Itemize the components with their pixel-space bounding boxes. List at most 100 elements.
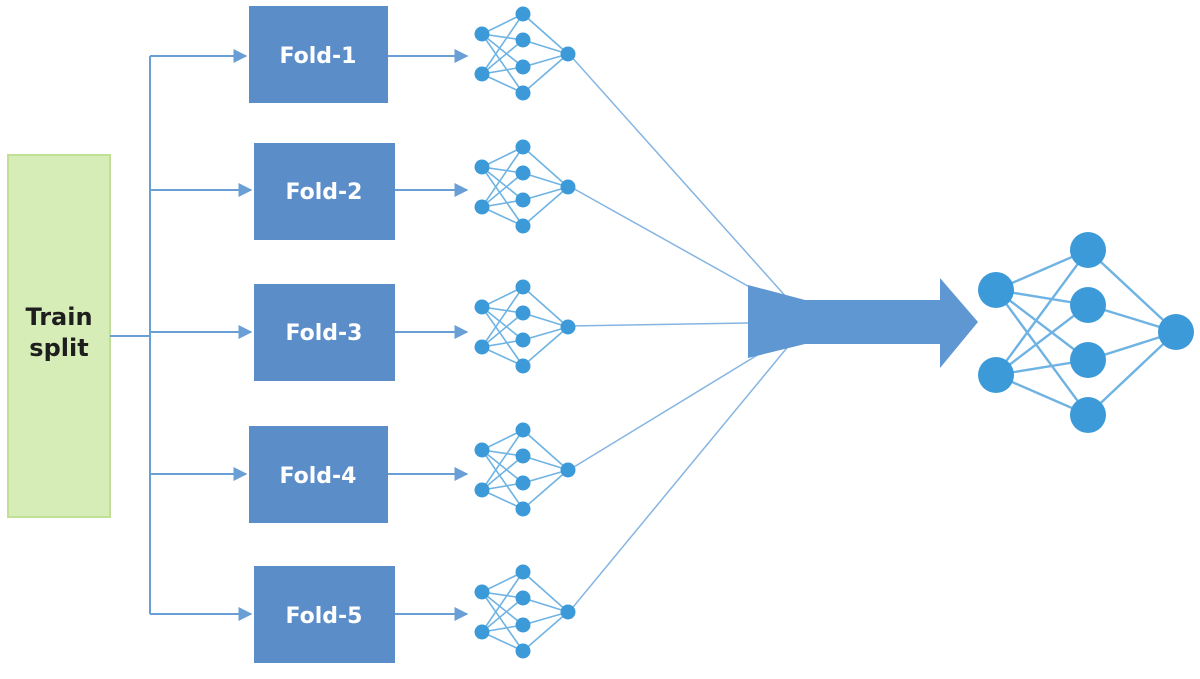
network-edge [522,286,569,328]
network-edge [481,166,524,201]
network-edge [481,13,524,75]
fold-to-network-arrows [388,49,469,621]
network-edge [995,289,1089,361]
small-neural-network-icon [474,279,576,374]
network-node [474,66,490,82]
network-edge [481,489,524,510]
network-node [515,643,531,659]
network-node [515,59,531,75]
network-edge [481,346,524,367]
network-node [474,584,490,600]
network-edge [481,172,524,208]
network-edge [522,186,569,201]
network-edge [522,429,569,471]
network-edge [481,146,524,208]
network-edge [481,33,524,94]
merge-arrow-icon [748,278,978,368]
fold-box-1: Fold-1 [249,6,388,103]
network-edge [481,312,524,348]
train-split-box: Train split [7,154,111,518]
network-node [474,159,490,175]
fold-rect-2 [254,143,395,240]
network-edge [481,571,524,593]
network-node [560,604,576,620]
network-edge [522,469,569,510]
train-split-rect [7,154,111,518]
network-node [560,46,576,62]
network-node [474,26,490,42]
network-node [1070,232,1106,268]
network-edge [1087,331,1177,416]
network-edge [481,146,524,168]
network-node [515,475,531,491]
network-edge [522,53,569,68]
network-edge [522,39,569,55]
network-edge [481,33,524,68]
network-node [474,624,490,640]
network-node [1158,314,1194,350]
network-edge [522,186,569,227]
network-node [515,617,531,633]
network-edge [522,172,569,188]
fold-rect-1 [249,6,388,103]
network-edge [481,449,524,484]
network-edge [481,39,524,75]
network-edge [522,611,569,652]
small-neural-network-icon [474,422,576,517]
fold-label-2: Fold-2 [286,180,363,205]
network-node [474,339,490,355]
network-node [515,422,531,438]
network-edge [522,312,569,328]
network-node [1070,397,1106,433]
network-edge [481,206,524,227]
network-edge [481,166,524,227]
network-node [474,299,490,315]
network-edge [522,597,569,613]
network-node [515,358,531,374]
fold-rect-5 [254,566,395,663]
network-node [515,165,531,181]
network-node [515,564,531,580]
network-node [515,85,531,101]
network-edge [481,73,524,94]
network-edge [481,306,524,341]
network-node [474,482,490,498]
fold-label-5: Fold-5 [286,604,363,629]
network-edge [995,304,1089,376]
network-edge [1087,249,1177,333]
small-neural-network-icon [474,564,576,659]
network-node [515,332,531,348]
network-edge [995,249,1089,376]
network-edge [522,326,569,367]
network-node [515,32,531,48]
network-edge [481,306,524,367]
network-node [1070,342,1106,378]
fold-rect-4 [249,426,388,523]
train-split-label-line2: split [29,334,88,362]
fold-box-3: Fold-3 [254,284,395,381]
fold-label-4: Fold-4 [280,464,357,489]
network-node [515,590,531,606]
network-edge [995,289,1089,416]
merge-line-1 [568,53,806,319]
network-node [560,319,576,335]
fold-label-3: Fold-3 [286,321,363,346]
network-node [515,6,531,22]
network-edge [481,597,524,633]
network-node [978,272,1014,308]
small-neural-network-icon [474,139,576,234]
large-neural-network-icon [978,232,1194,433]
network-node [515,139,531,155]
network-node [515,279,531,295]
network-edge [522,326,569,341]
fold-label-1: Fold-1 [280,44,357,69]
network-edge [481,631,524,652]
network-edge [522,571,569,613]
network-edge [481,13,524,35]
network-edge [481,429,524,451]
small-neural-network-icon [474,6,576,101]
network-edge [481,591,524,626]
small-networks [474,6,576,659]
network-edge [522,13,569,55]
